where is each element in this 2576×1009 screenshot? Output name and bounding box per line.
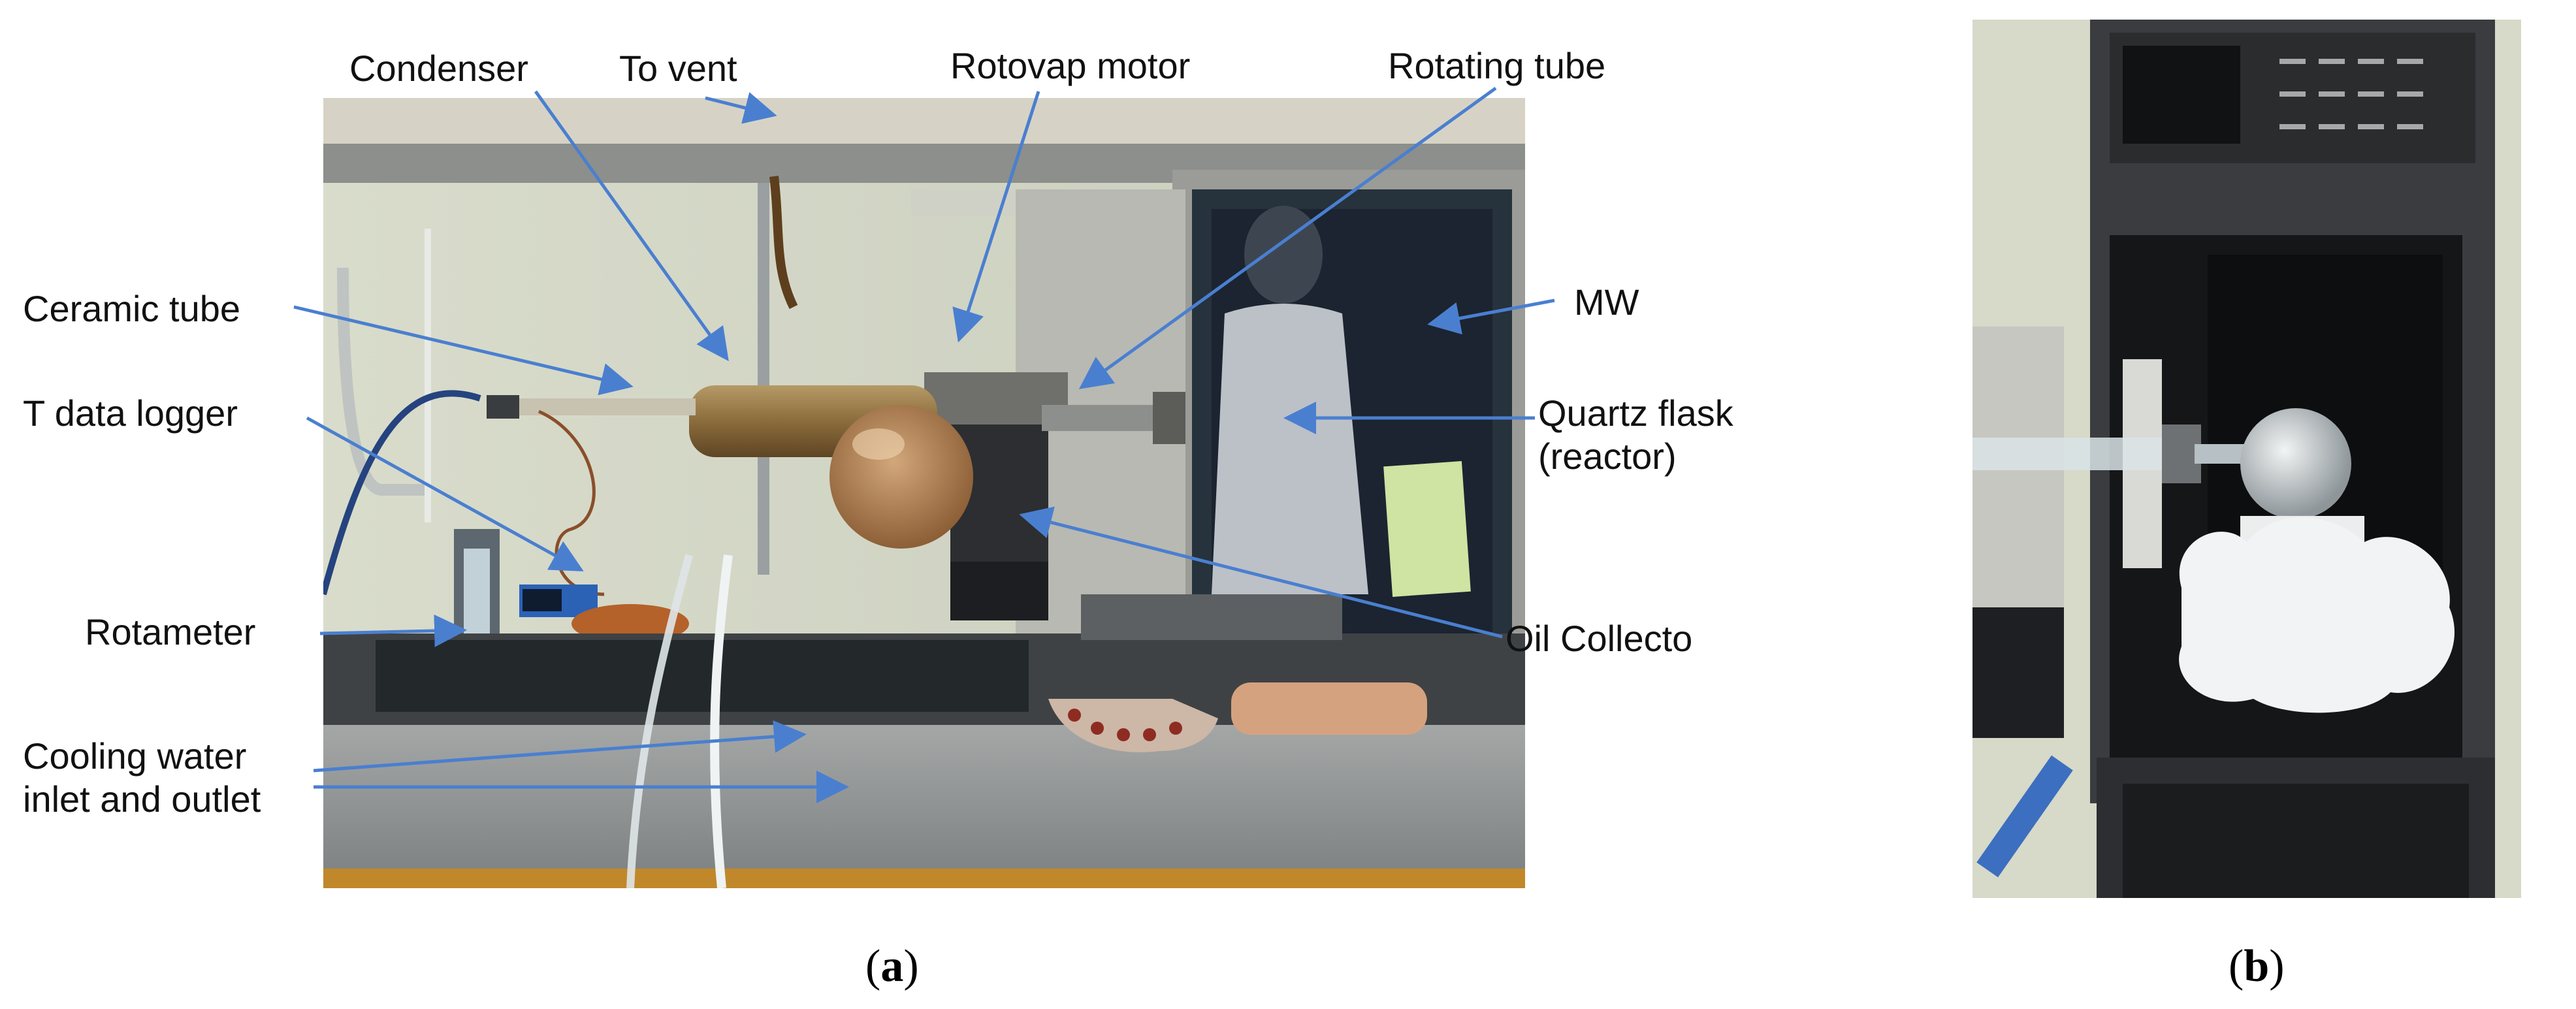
microwave-illustration (1972, 20, 2521, 898)
caption-letter-b: b (2244, 941, 2270, 991)
label-ceramic-tube: Ceramic tube (23, 288, 241, 329)
lab-setup-illustration (323, 98, 1525, 888)
label-rotating-tube: Rotating tube (1388, 45, 1606, 86)
label-rotovap-motor: Rotovap motor (950, 45, 1191, 86)
label-quartz-flask-line2: (reactor) (1538, 436, 1677, 477)
label-cooling-line2: inlet and outlet (23, 778, 261, 820)
photo-panel-a (323, 98, 1525, 888)
caption-panel-b: (b) (2229, 941, 2285, 991)
label-condenser: Condenser (349, 48, 528, 89)
label-rotameter: Rotameter (85, 611, 256, 652)
label-oil-collector: Oil Collecto (1505, 618, 1693, 659)
photo-panel-b (1972, 20, 2521, 898)
label-mw: MW (1574, 281, 1639, 323)
label-quartz-flask-line1: Quartz flask (1538, 392, 1733, 434)
caption-panel-a: (a) (865, 941, 919, 991)
caption-letter-a: a (880, 941, 904, 991)
label-t-data-logger: T data logger (23, 392, 238, 434)
label-cooling-line1: Cooling water (23, 735, 247, 777)
label-to-vent: To vent (619, 48, 737, 89)
